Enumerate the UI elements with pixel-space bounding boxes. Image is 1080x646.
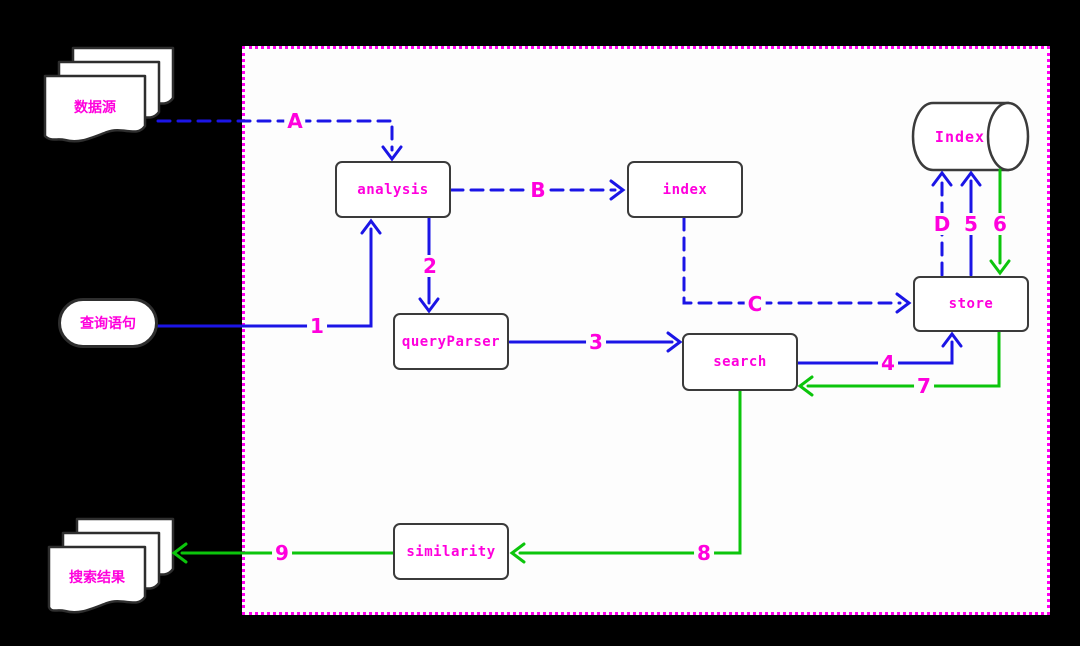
edge-label-5: 5 [961, 213, 981, 235]
edge-B-arrowhead [609, 179, 626, 201]
node-search: search [682, 333, 798, 391]
edge-label-A: A [284, 110, 306, 132]
node-queryparser: queryParser [393, 313, 509, 370]
edge-label-6: 6 [990, 213, 1010, 235]
node-analysis: analysis [335, 161, 451, 218]
edge-label-9: 9 [272, 542, 292, 564]
edge-label-7: 7 [914, 375, 934, 397]
search-results-label: 搜索结果 [69, 570, 125, 586]
edge-label-4: 4 [878, 352, 898, 374]
edge-label-8: 8 [694, 542, 714, 564]
edge-A-arrowhead [381, 145, 403, 162]
index-cylinder-label: Index [934, 128, 986, 146]
query-statement-label: 查询语句 [80, 316, 136, 332]
edge-label-3: 3 [586, 331, 606, 353]
node-index: index [627, 161, 743, 218]
datasource-label: 数据源 [74, 100, 116, 116]
edge-label-1: 1 [307, 315, 327, 337]
edge-1-query-to-analysis [156, 218, 382, 328]
edge-label-D: D [930, 213, 954, 235]
documents-stack-icon-results [47, 517, 175, 614]
edge-label-B: B [527, 179, 549, 201]
edge-8-search-to-similarity [509, 389, 742, 564]
query-statement-pill: 查询语句 [58, 298, 158, 348]
edge-7-store-to-search [797, 330, 1001, 397]
edge-C-arrowhead [895, 292, 912, 314]
edge-label-C: C [744, 293, 766, 315]
edge-4-search-to-store [796, 331, 963, 365]
edge-label-2: 2 [420, 255, 440, 277]
node-store: store [913, 276, 1029, 332]
edge-A-datasource-to-analysis [156, 119, 394, 152]
edge-C-index-to-store [682, 216, 902, 305]
index-cylinder-icon [911, 101, 1030, 172]
node-similarity: similarity [393, 523, 509, 580]
edge-D-arrowhead [931, 170, 953, 187]
documents-stack-icon-datasource [43, 46, 175, 143]
